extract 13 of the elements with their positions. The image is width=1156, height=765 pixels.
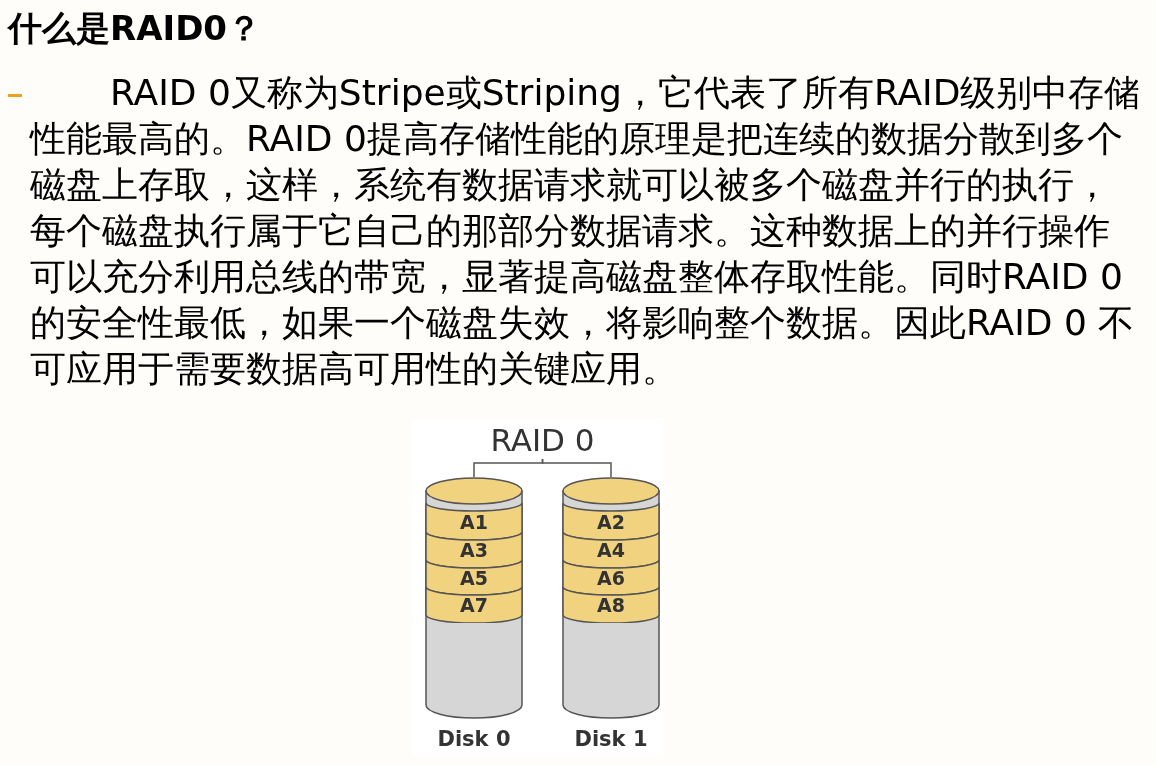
stripe-band: A4: [562, 532, 660, 568]
paragraph: RAID 0又称为Stripe或Striping，它代表了所有RAID级别中存储性能最高的。RAID 0提高存储性能的原理是把连续的数据分散到多个磁盘上存取，这样，系统有数据请求就可以被多个磁盘并行的执行，每个磁盘执行属于它自己的那部分数据请求。这种数据上的并行操作可以充分利用总线的带宽，显著提高磁盘整体存取性能。同时RAID 0的安全性最低，如果一个磁盘失效，将影响整个数据。因此RAID 0 不可应用于需要数据高可用性的关键应用。: [30, 71, 1142, 391]
title: 什么是RAID0？: [8, 7, 262, 50]
connector-line: [541, 458, 612, 478]
stripe-band: A7: [425, 587, 523, 623]
stripe-band: A1: [425, 503, 523, 540]
raid-label: RAID 0: [470, 421, 615, 459]
stripe-band: A8: [562, 587, 660, 623]
disk-label: Disk 0: [436, 727, 512, 751]
disk-label: Disk 1: [573, 727, 649, 751]
stripe-band: A5: [425, 560, 523, 595]
stripe-band: A3: [425, 532, 523, 568]
stripe-band: A2: [562, 503, 660, 540]
